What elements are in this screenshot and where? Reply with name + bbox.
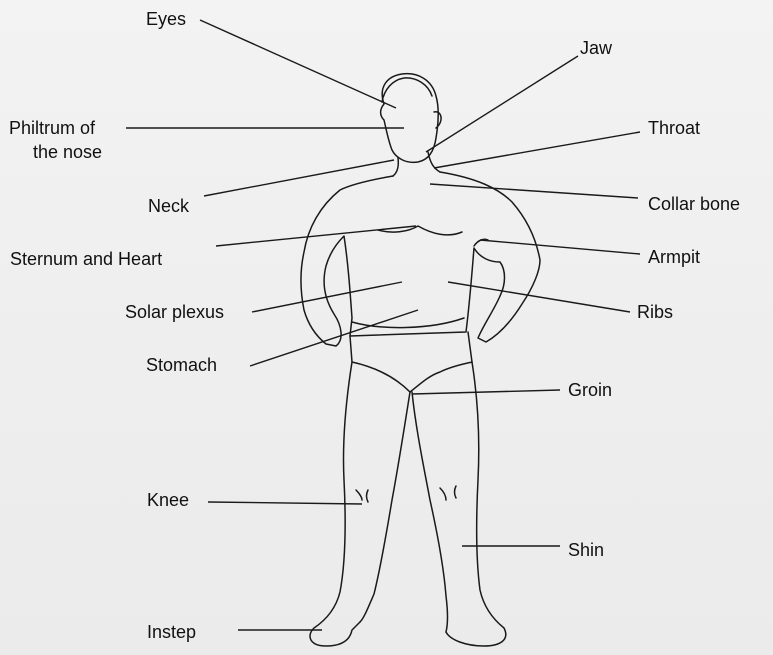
- left-leg-inner: [360, 392, 410, 622]
- label-eyes: Eyes: [146, 9, 186, 29]
- leader-groin: [412, 390, 560, 394]
- label-groin: Groin: [568, 380, 612, 400]
- leader-throat: [434, 132, 640, 168]
- label-armpit: Armpit: [648, 247, 700, 267]
- leader-stomach: [250, 310, 418, 366]
- leader-armpit: [480, 240, 640, 254]
- label-ribs: Ribs: [637, 302, 673, 322]
- left-knee-mark: [356, 490, 368, 502]
- label-solar-plexus: Solar plexus: [125, 302, 224, 322]
- leader-eyes: [200, 20, 396, 108]
- label-jaw: Jaw: [580, 38, 612, 58]
- right-leg-outer: [446, 362, 506, 646]
- label-philtrum-line1: Philtrum of: [9, 118, 95, 138]
- leader-sternum-heart: [216, 226, 416, 246]
- label-stomach: Stomach: [146, 355, 217, 375]
- leader-neck: [204, 160, 394, 196]
- label-collar-bone: Collar bone: [648, 194, 740, 214]
- leader-solar-plexus: [252, 282, 402, 312]
- leader-ribs: [448, 282, 630, 312]
- label-instep: Instep: [147, 622, 196, 642]
- leader-jaw: [426, 56, 578, 152]
- torso-outline: [301, 172, 540, 346]
- label-knee: Knee: [147, 490, 189, 510]
- leader-collar-bone: [430, 184, 638, 198]
- chest-contour: [378, 226, 462, 235]
- leader-knee: [208, 502, 362, 504]
- right-leg-inner: [412, 392, 448, 632]
- briefs-outline: [350, 332, 472, 392]
- label-philtrum-line2: the nose: [33, 142, 102, 162]
- label-neck: Neck: [148, 196, 189, 216]
- hair-outline: [382, 78, 432, 102]
- right-knee-mark: [440, 486, 456, 500]
- label-sternum-heart: Sternum and Heart: [10, 249, 162, 269]
- label-throat: Throat: [648, 118, 700, 138]
- label-shin: Shin: [568, 540, 604, 560]
